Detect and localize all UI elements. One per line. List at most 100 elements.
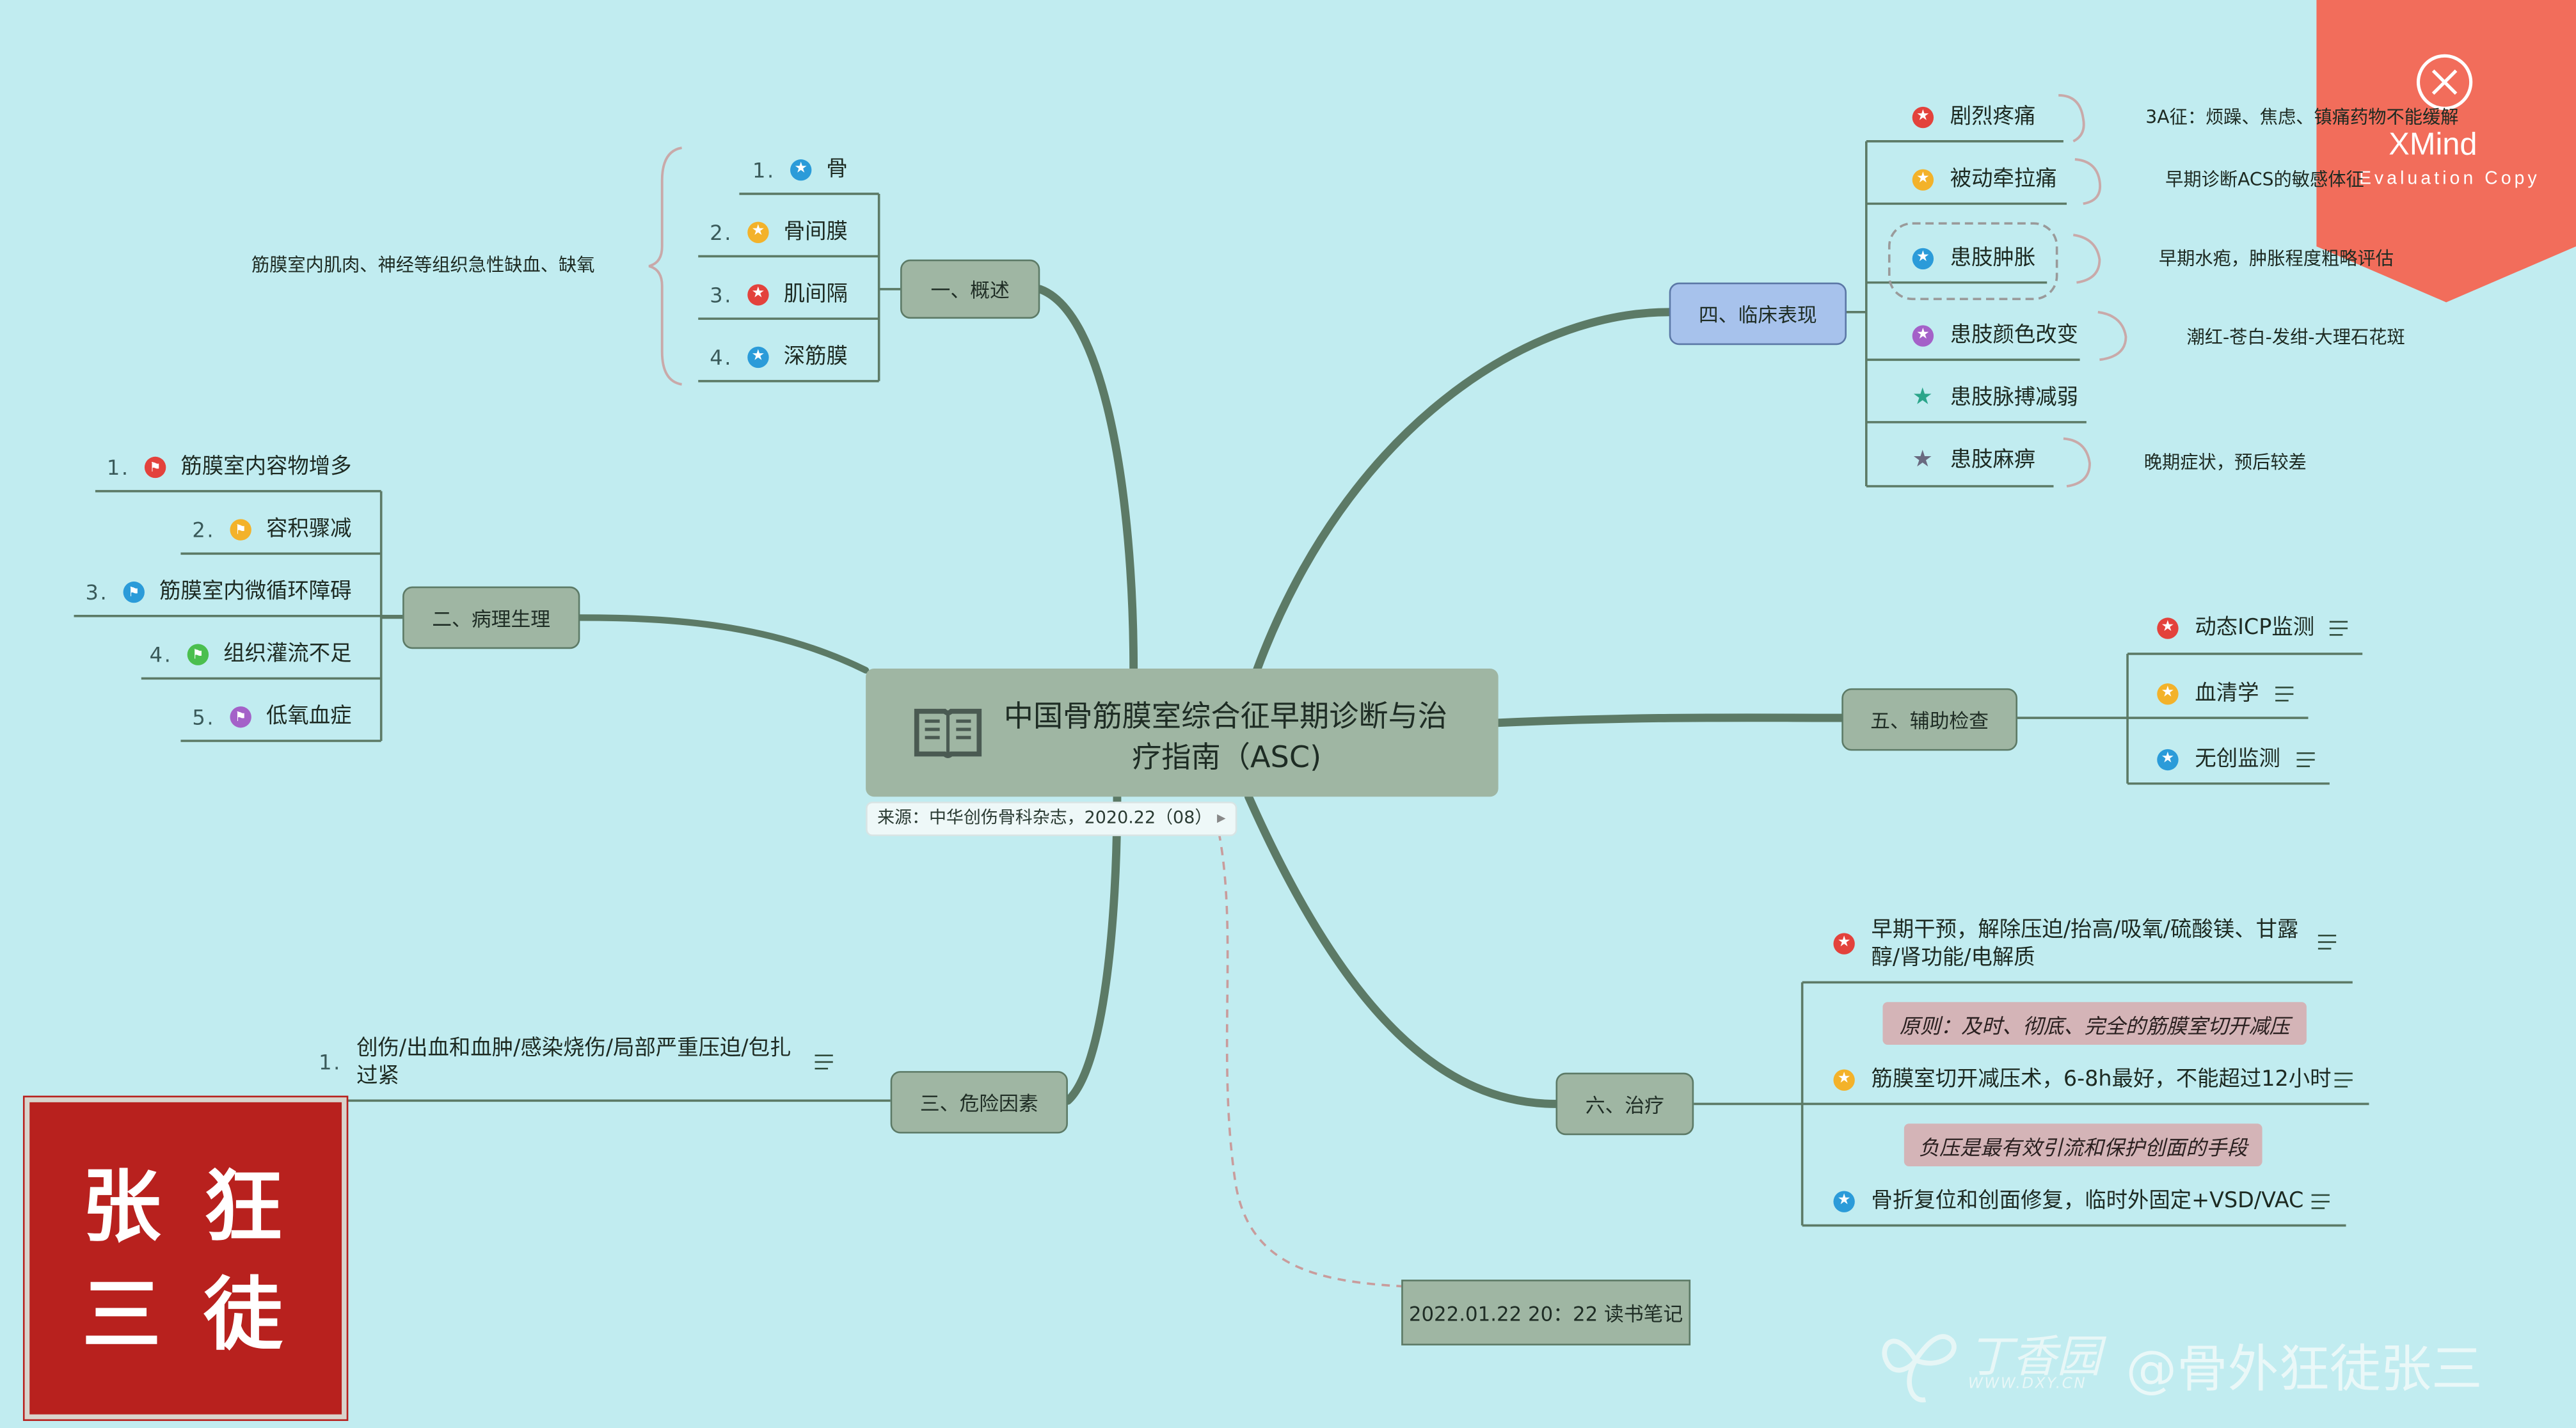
- risk-item-label-line2[interactable]: 过紧: [356, 1064, 399, 1090]
- note-lines-icon[interactable]: [2318, 934, 2337, 950]
- red-star-icon: ★: [1912, 106, 1934, 129]
- orange-star-icon: ★: [1912, 169, 1934, 191]
- orange-flag-icon: ⚑: [230, 519, 251, 541]
- pointer-icon: ▸: [1217, 808, 1226, 829]
- xmind-evaluation-text: Evaluation Copy: [2359, 169, 2540, 189]
- clinical-item-label[interactable]: 患肢脉搏减弱: [1950, 386, 2079, 411]
- risk-item-label-line1[interactable]: 创伤/出血和血肿/感染烧伤/局部严重压迫/包扎: [356, 1036, 791, 1061]
- note-lines-icon[interactable]: [2275, 686, 2294, 702]
- source-label-text: 来源：中华创伤骨科杂志，2020.22（08）: [877, 808, 1212, 829]
- red-star-icon: ★: [747, 284, 769, 306]
- clinical-item-label[interactable]: 剧烈疼痛: [1950, 105, 2036, 130]
- branch-clinical[interactable]: 四、临床表现: [1669, 282, 1847, 345]
- reading-note-box[interactable]: 2022.01.22 20：22 读书笔记: [1401, 1280, 1691, 1345]
- treatment-item-label[interactable]: 筋膜室切开减压术，6-8h最好，不能超过12小时: [1871, 1067, 2332, 1093]
- note-lines-icon[interactable]: [2311, 1194, 2330, 1209]
- branch-overview[interactable]: 一、概述: [900, 259, 1040, 319]
- clinical-item-label[interactable]: 患肢麻痹: [1950, 448, 2036, 473]
- blue-star-icon: ★: [747, 346, 769, 369]
- patho-item-num: 4.: [149, 642, 173, 667]
- clinical-item-label[interactable]: 被动牵拉痛: [1950, 167, 2057, 193]
- book-icon: [910, 701, 985, 764]
- gray-star-icon: ★: [1912, 447, 1933, 473]
- note-lines-icon[interactable]: [2334, 1072, 2353, 1088]
- patho-item-label[interactable]: 筋膜室内容物增多: [180, 455, 352, 480]
- green-star-icon: ★: [1912, 384, 1933, 411]
- dxy-site-name: 丁香园: [1968, 1332, 2101, 1383]
- clinical-item-note: 3A征：烦躁、焦虑、镇痛药物不能缓解: [2145, 106, 2459, 129]
- xmind-watermark: XMind Evaluation Copy: [2316, 0, 2576, 303]
- clinical-item-label[interactable]: 患肢颜色改变: [1950, 323, 2079, 349]
- blue-star-icon: ★: [2157, 749, 2179, 771]
- reading-note-text: 2022.01.22 20：22 读书笔记: [1408, 1301, 1683, 1325]
- branch-treatment[interactable]: 六、治疗: [1555, 1072, 1694, 1136]
- patho-item-num: 3.: [85, 580, 109, 605]
- note-lines-icon[interactable]: [2296, 752, 2315, 768]
- patho-item-label[interactable]: 低氧血症: [266, 704, 352, 730]
- overview-item-label[interactable]: 骨间膜: [783, 220, 848, 245]
- negative-pressure-callout: 负压是最有效引流和保护创面的手段: [1904, 1123, 2262, 1166]
- principle-callout-text: 原则：及时、彻底、完全的筋膜室切开减压: [1899, 1012, 2290, 1038]
- treatment-item-label-line1[interactable]: 早期干预，解除压迫/抬高/吸氧/硫酸镁、甘露: [1871, 918, 2299, 943]
- patho-item-label[interactable]: 组织灌流不足: [223, 642, 352, 667]
- overview-item-label[interactable]: 骨: [826, 157, 848, 183]
- branch-risk-factors-label: 三、危险因素: [919, 1091, 1038, 1115]
- clinical-item-note: 早期诊断ACS的敏感体征: [2165, 169, 2364, 191]
- dxy-logo-icon: [1882, 1334, 1957, 1402]
- overview-note: 筋膜室内肌肉、神经等组织急性缺血、缺氧: [251, 254, 595, 276]
- blue-star-icon: ★: [1833, 1191, 1855, 1212]
- treatment-item-label[interactable]: 骨折复位和创面修复，临时外固定+VSD/VAC: [1871, 1189, 2304, 1214]
- negative-pressure-callout-text: 负压是最有效引流和保护创面的手段: [1918, 1134, 2248, 1159]
- treatment-item-label-line2[interactable]: 醇/肾功能/电解质: [1871, 946, 2035, 971]
- seal-char: 张: [82, 1161, 161, 1254]
- branch-overview-label: 一、概述: [930, 278, 1010, 302]
- purple-star-icon: ★: [1912, 325, 1934, 347]
- dxy-watermark: 丁香园 WWW.DXY.CN @骨外狂徒张三: [1866, 1311, 2573, 1413]
- overview-item-label[interactable]: 深筋膜: [783, 345, 848, 370]
- branch-clinical-label: 四、临床表现: [1698, 303, 1817, 326]
- branch-risk-factors[interactable]: 三、危险因素: [890, 1071, 1068, 1134]
- exam-item-label[interactable]: 无创监测: [2195, 747, 2280, 772]
- patho-item-label[interactable]: 筋膜室内微循环障碍: [159, 580, 352, 605]
- patho-item-label[interactable]: 容积骤减: [266, 517, 352, 543]
- red-star-icon: ★: [2157, 617, 2179, 639]
- seal-stamp: 张 狂 三 徒: [22, 1095, 349, 1421]
- overview-item-num: 2.: [710, 220, 733, 245]
- clinical-item-label[interactable]: 患肢肿胀: [1950, 246, 2036, 271]
- orange-star-icon: ★: [2157, 683, 2179, 705]
- seal-char: 狂: [203, 1161, 283, 1254]
- source-label: 来源：中华创伤骨科杂志，2020.22（08）▸: [866, 801, 1237, 836]
- risk-item-num: 1.: [319, 1049, 342, 1075]
- central-title-line1: 中国骨筋膜室综合征早期诊断与治: [1003, 699, 1448, 734]
- green-flag-icon: ⚑: [187, 644, 209, 665]
- overview-item-label[interactable]: 肌间隔: [783, 282, 848, 308]
- branch-pathophysiology-label: 二、病理生理: [432, 607, 551, 630]
- patho-item-num: 1.: [106, 455, 130, 480]
- blue-star-icon: ★: [790, 159, 812, 181]
- patho-item-num: 2.: [192, 517, 216, 543]
- branch-auxiliary-exam[interactable]: 五、辅助检查: [1841, 688, 2018, 751]
- overview-item-num: 3.: [710, 282, 733, 308]
- clinical-item-note: 早期水疱，肿胀程度粗略评估: [2158, 248, 2394, 270]
- clinical-item-note: 潮红-苍白-发绀-大理石花斑: [2186, 326, 2405, 349]
- exam-item-label[interactable]: 血清学: [2195, 681, 2259, 707]
- central-topic[interactable]: 中国骨筋膜室综合征早期诊断与治 疗指南（ASC): [866, 669, 1499, 797]
- seal-char: 三: [82, 1269, 161, 1362]
- overview-item-num: 4.: [710, 345, 733, 370]
- patho-item-num: 5.: [192, 704, 216, 730]
- blue-star-icon: ★: [1912, 248, 1934, 270]
- branch-treatment-label: 六、治疗: [1585, 1093, 1664, 1116]
- xmind-brand-text: XMind: [2389, 128, 2477, 163]
- dxy-site-url: WWW.DXY.CN: [1968, 1376, 2087, 1393]
- note-lines-icon[interactable]: [2329, 621, 2348, 636]
- exam-item-label[interactable]: 动态ICP监测: [2195, 615, 2315, 641]
- orange-star-icon: ★: [747, 221, 769, 244]
- principle-callout: 原则：及时、彻底、完全的筋膜室切开减压: [1882, 1002, 2307, 1045]
- note-lines-icon[interactable]: [815, 1054, 833, 1070]
- red-star-icon: ★: [1833, 933, 1855, 955]
- orange-star-icon: ★: [1833, 1069, 1855, 1091]
- author-handle: @骨外狂徒张三: [2126, 1340, 2483, 1400]
- branch-pathophysiology[interactable]: 二、病理生理: [402, 586, 580, 649]
